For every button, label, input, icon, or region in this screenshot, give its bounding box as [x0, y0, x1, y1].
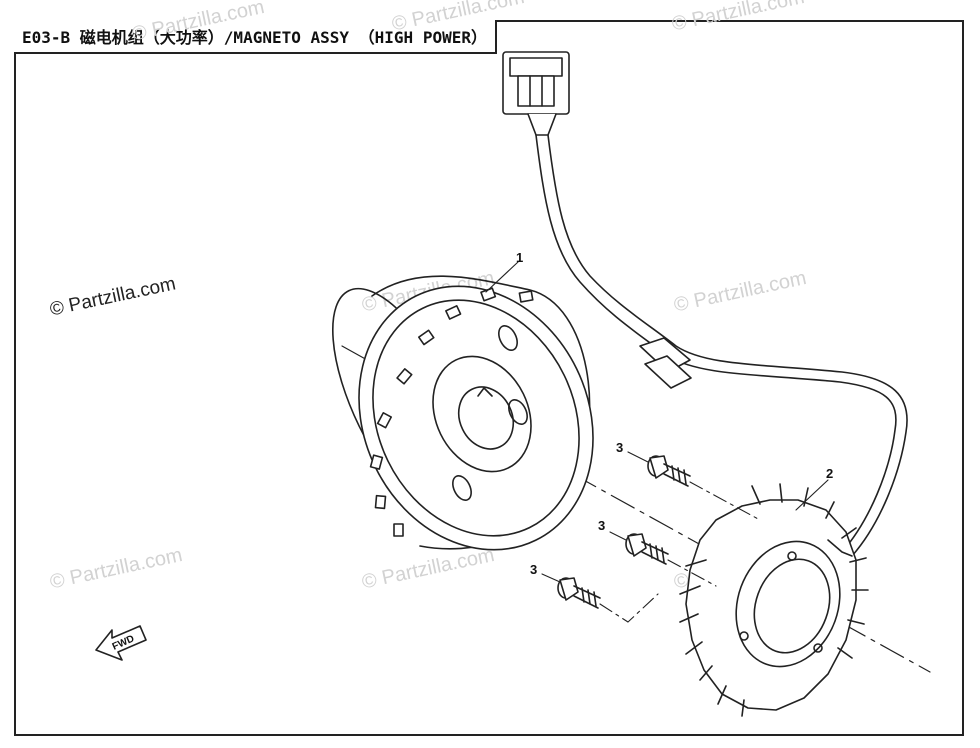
bolt-middle [625, 533, 669, 565]
fwd-arrow-icon [95, 625, 147, 661]
bolt-lower [557, 577, 601, 609]
stator-coil [679, 483, 869, 717]
wire-harness [535, 134, 908, 557]
part-label-bolt-lower: 3 [530, 562, 537, 577]
diagram-title: E03-B 磁电机组（大功率）/MAGNETO ASSY （HIGH POWER… [14, 20, 497, 54]
flywheel-rotor [331, 275, 594, 551]
part-label-bolt-middle: 3 [598, 518, 605, 533]
wire-connector [502, 51, 570, 136]
wire-grommet [639, 337, 692, 389]
part-label-flywheel: 1 [516, 250, 523, 265]
bolt-upper [647, 455, 691, 487]
part-label-bolt-upper: 3 [616, 440, 623, 455]
part-label-stator: 2 [826, 466, 833, 481]
